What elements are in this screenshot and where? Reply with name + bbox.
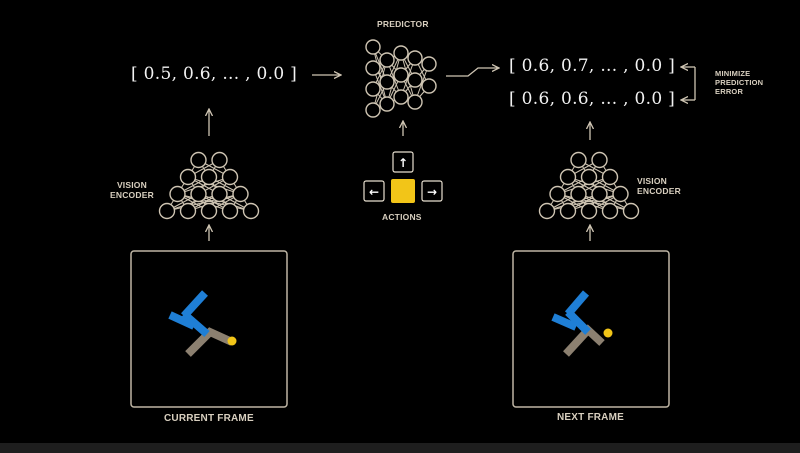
- predictor-node: [379, 52, 395, 68]
- predictor-node: [421, 78, 437, 94]
- encoder-right-connection: [557, 176, 611, 195]
- current-frame-robot: [168, 290, 237, 357]
- current-frame-label: CURRENT FRAME: [164, 413, 254, 424]
- predictor-node: [365, 60, 381, 76]
- encoder-left-node: [158, 202, 176, 220]
- encoder-left-node: [169, 185, 186, 203]
- action-key-up: [392, 151, 414, 173]
- encoder-left-node: [211, 185, 228, 203]
- predicted-embedding-vector: [ 0.6, 0.7, ... , 0.0 ]: [509, 56, 676, 76]
- vision-encoder-left-network: [158, 151, 260, 220]
- encoder-right-node: [559, 168, 577, 186]
- action-key-up-arrow: ↑: [398, 156, 408, 170]
- actions-label: ACTIONS: [382, 212, 422, 222]
- encoder-right-node: [538, 202, 556, 220]
- encoder-right-node: [559, 202, 577, 220]
- next-frame-label: NEXT FRAME: [557, 412, 624, 423]
- encoder-left-node: [232, 185, 249, 203]
- current-embedding-vector: [ 0.5, 0.6, ... , 0.0 ]: [131, 64, 298, 84]
- vision-encoder-right-network: [538, 151, 640, 220]
- encoder-right-connection: [546, 193, 621, 212]
- action-key-left-arrow: ←: [369, 185, 379, 199]
- predictor-node: [393, 45, 409, 61]
- predictor-node: [365, 102, 381, 118]
- encoder-right-node: [601, 168, 619, 186]
- encoder-left-connection: [166, 193, 220, 212]
- encoder-left-node: [211, 151, 228, 169]
- encoder-right-connection: [546, 193, 600, 212]
- predictor-node: [379, 96, 395, 112]
- predictor-node: [379, 74, 395, 90]
- encoder-right-node: [570, 185, 587, 203]
- predictor-node: [393, 89, 409, 105]
- predictor-node: [365, 39, 381, 55]
- predictor-node: [407, 94, 423, 110]
- action-key-left: [363, 180, 385, 202]
- encoder-left-node: [221, 202, 239, 220]
- encoder-right-connection: [567, 193, 621, 212]
- encoder-right-node: [580, 202, 598, 220]
- vision-encoder-left-label: VISION ENCODER: [110, 180, 154, 200]
- encoder-left-node: [179, 168, 197, 186]
- predictor-network: [365, 39, 437, 118]
- encoder-right-node: [612, 185, 629, 203]
- next-embedding-vector: [ 0.6, 0.6, ... , 0.0 ]: [509, 89, 676, 109]
- encoder-right-node: [549, 185, 566, 203]
- encoder-left-node: [242, 202, 260, 220]
- vision-encoder-right-label: VISION ENCODER: [637, 176, 681, 196]
- action-key-down-selected: [391, 179, 415, 203]
- encoder-right-node: [622, 202, 640, 220]
- minimize-error-label: MINIMIZE PREDICTION ERROR: [715, 69, 764, 96]
- encoder-left-node: [179, 202, 197, 220]
- encoder-right-node: [591, 151, 608, 169]
- encoder-right-node: [601, 202, 619, 220]
- encoder-left-connection: [187, 193, 241, 212]
- encoder-left-node: [200, 168, 218, 186]
- action-key-right: [421, 180, 443, 202]
- encoder-left-node: [190, 185, 207, 203]
- action-key-right-arrow: →: [427, 185, 437, 199]
- encoder-left-connection: [166, 193, 241, 212]
- next-frame-robot: [551, 290, 613, 357]
- predictor-node: [407, 50, 423, 66]
- predictor-label: PREDICTOR: [377, 19, 429, 29]
- predictor-node: [365, 81, 381, 97]
- predictor-node: [407, 72, 423, 88]
- encoder-left-node: [190, 151, 207, 169]
- encoder-right-node: [580, 168, 598, 186]
- encoder-left-node: [221, 168, 239, 186]
- predictor-connection: [386, 52, 402, 105]
- encoder-right-node: [591, 185, 608, 203]
- encoder-left-connection: [177, 176, 231, 195]
- encoder-right-node: [570, 151, 587, 169]
- predictor-node: [421, 56, 437, 72]
- bottom-bar: [0, 443, 800, 453]
- encoder-left-node: [200, 202, 218, 220]
- action-keys: ↑ ← →: [363, 151, 443, 203]
- arrow-predictor-to-prediction: [446, 68, 498, 77]
- predictor-node: [393, 67, 409, 83]
